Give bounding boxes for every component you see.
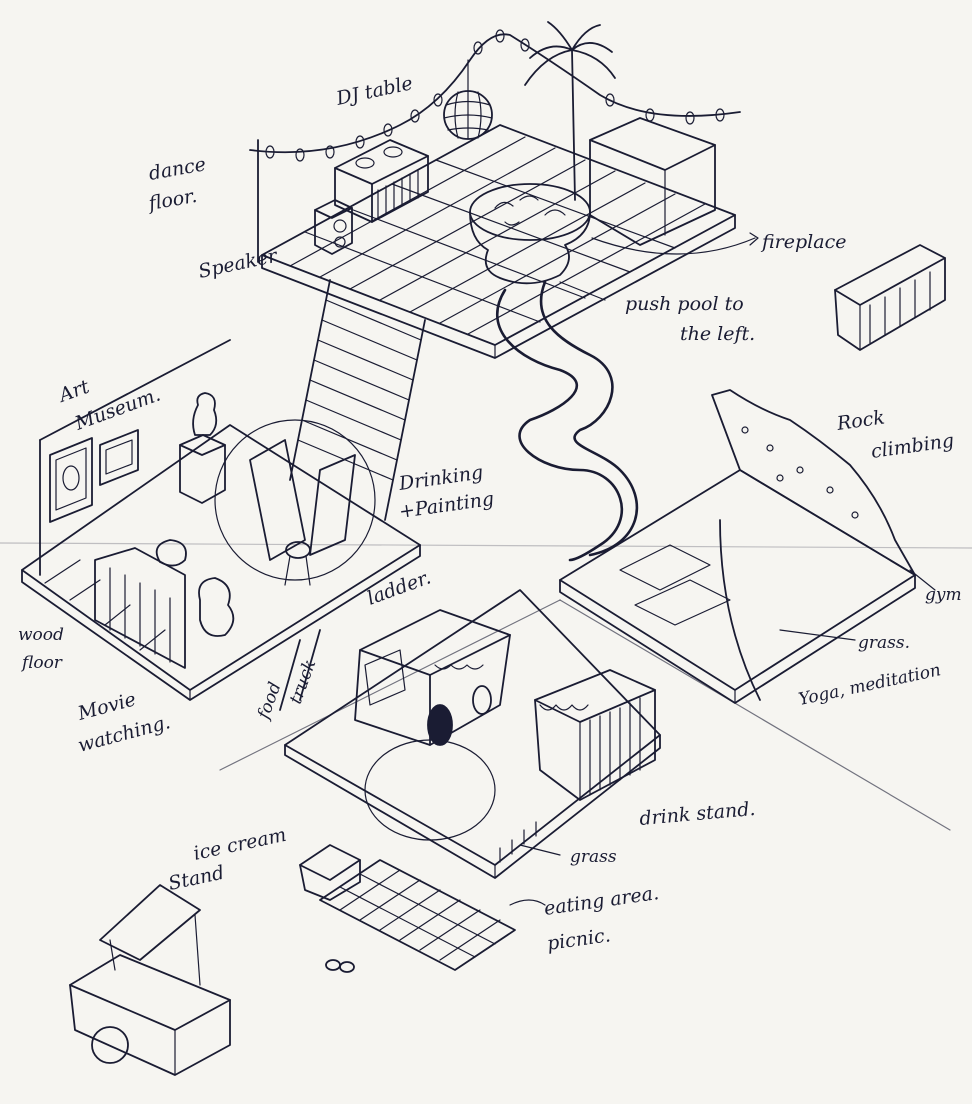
label-stand: Stand [166, 862, 226, 895]
label-food: food [253, 679, 285, 723]
lounge-block [590, 118, 715, 245]
label-ice-cream: ice cream [191, 824, 288, 865]
pool [470, 184, 590, 283]
label-push-pool-2: the left. [680, 323, 755, 345]
ice-cream-stand [70, 885, 230, 1075]
label-wood: wood [18, 625, 64, 645]
label-rock: Rock [835, 406, 886, 435]
fireplace [835, 245, 945, 350]
drink-stand [535, 670, 655, 800]
sculpture-pedestal [180, 393, 225, 503]
water-slide [497, 282, 637, 560]
palm-tree [525, 22, 615, 200]
food-truck [355, 610, 510, 745]
label-dj-table: DJ table [333, 72, 414, 110]
label-yoga: Yoga, meditation [797, 660, 943, 710]
picnic-blanket [300, 845, 515, 972]
disco-ball [444, 60, 492, 139]
label-grass-right: grass. [858, 633, 910, 653]
label-climbing: climbing [870, 430, 956, 463]
seating-circle [365, 740, 495, 840]
label-push-pool-1: push pool to [625, 293, 744, 315]
label-art: Art [54, 375, 92, 407]
label-dance: dance [147, 153, 208, 185]
painting-zone [215, 420, 375, 585]
label-floor: floor. [145, 185, 199, 215]
label-eating-area: eating area. [543, 882, 661, 920]
labels: DJ table dance floor. Speaker fireplace … [18, 72, 962, 955]
string-lights [250, 30, 740, 262]
art-frames [50, 430, 138, 522]
label-movie: Movie [75, 688, 139, 725]
middle-platform [285, 590, 660, 878]
label-grass: grass [570, 847, 617, 867]
label-gym: gym [925, 585, 962, 605]
label-picnic: picnic. [546, 924, 612, 955]
label-drink-stand: drink stand. [639, 798, 757, 830]
label-truck: truck [286, 657, 320, 707]
right-platform [560, 470, 915, 703]
label-wood-floor: floor [20, 653, 63, 673]
label-fireplace: fireplace [760, 231, 846, 253]
label-speaker: Speaker [196, 244, 280, 282]
